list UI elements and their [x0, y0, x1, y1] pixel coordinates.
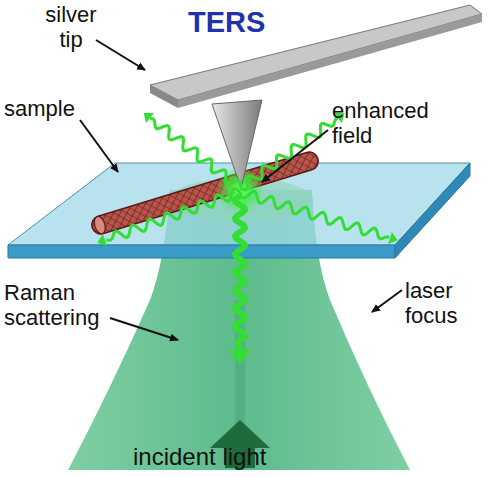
glass-edge: [8, 245, 395, 258]
label: silver tip: [34, 2, 108, 52]
raman-waves: [97, 113, 397, 364]
wave-head: [144, 113, 154, 123]
wave-head: [229, 350, 251, 364]
wave-line: [150, 118, 240, 188]
leader-line: [372, 290, 402, 312]
title: TERS: [188, 6, 265, 38]
cantilever-edge: [150, 85, 178, 108]
tip-pyramid: [212, 100, 262, 188]
wave-head: [388, 232, 398, 244]
label: sample: [4, 96, 94, 121]
leader-line: [80, 120, 118, 172]
label: enhanced field: [332, 98, 442, 148]
leader-line: [96, 40, 145, 70]
wave-head: [97, 234, 107, 246]
label: incident light: [133, 444, 333, 469]
label: laser focus: [405, 278, 485, 328]
glass-side: [395, 163, 470, 258]
wave-line: [106, 189, 240, 240]
cantilever: [150, 5, 482, 100]
wave-line: [235, 196, 245, 350]
wave-line: [240, 118, 338, 190]
wave-line: [240, 191, 389, 239]
label: Raman scattering: [4, 280, 114, 330]
leader-line: [262, 130, 328, 182]
leader-line: [110, 318, 178, 340]
